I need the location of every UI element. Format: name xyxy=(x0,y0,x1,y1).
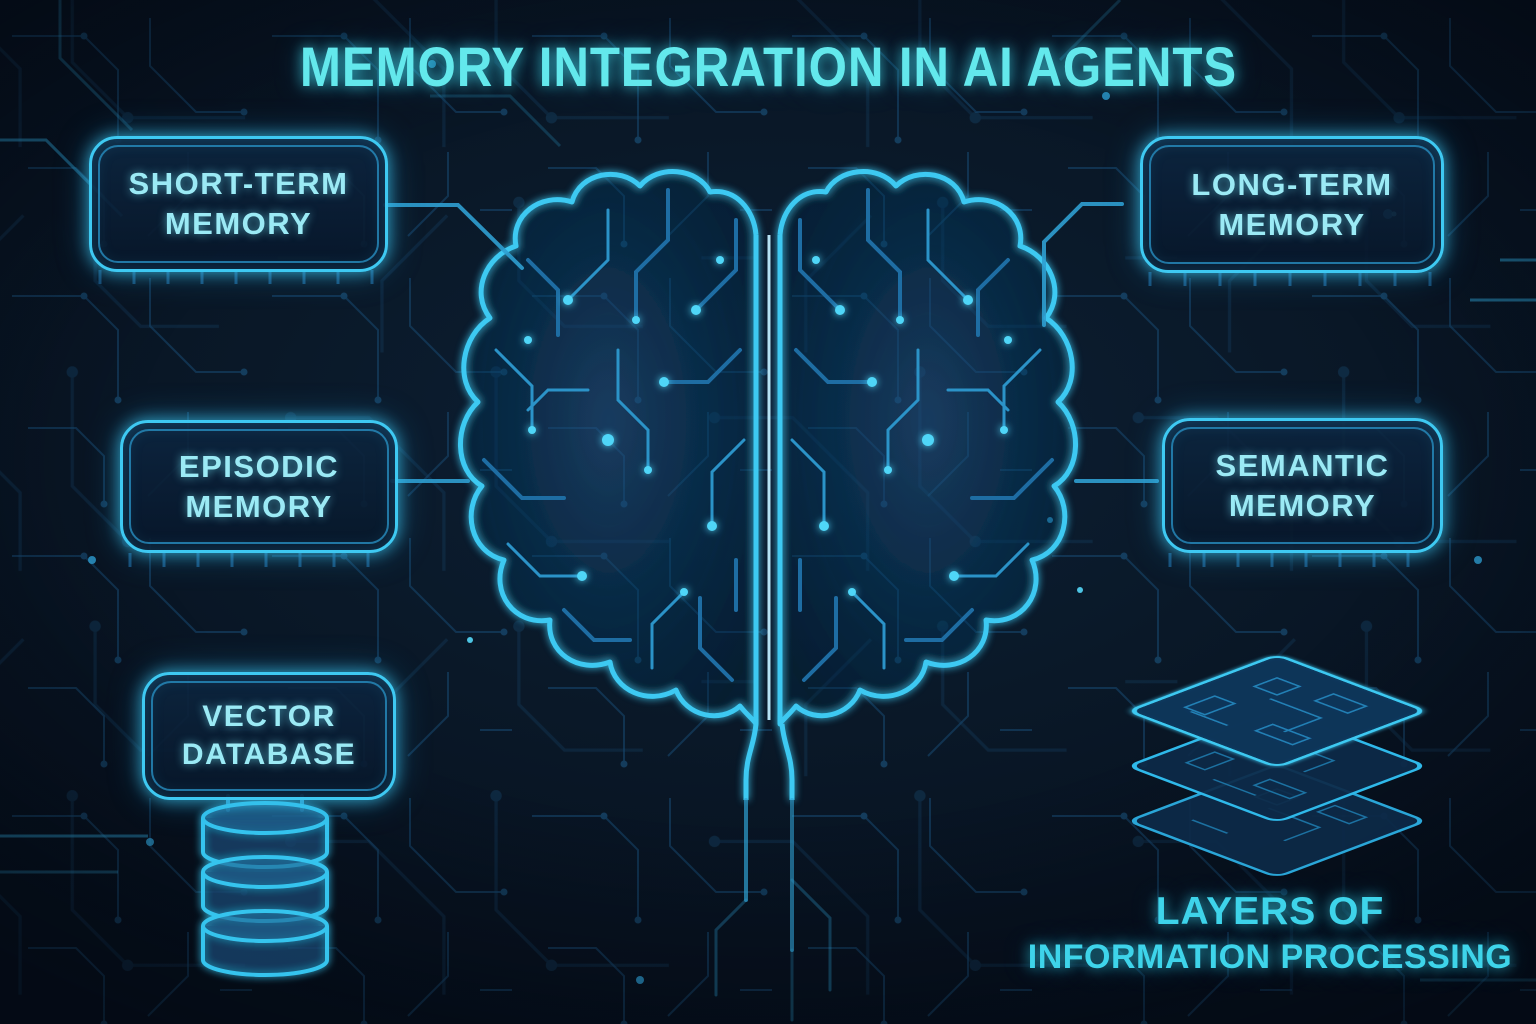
node-label-line: SHORT-TERM xyxy=(128,166,349,202)
layers-caption: LAYERS OF INFORMATION PROCESSING xyxy=(1020,892,1520,974)
page-title-text: MEMORY INTEGRATION IN AI AGENTS xyxy=(299,35,1237,98)
node-label-line: MEMORY xyxy=(1218,206,1366,242)
node-label-line: MEMORY xyxy=(164,206,313,241)
caption-line2: INFORMATION PROCESSING xyxy=(1027,938,1513,976)
caption-line1: LAYERS OF xyxy=(1155,890,1385,933)
page-title: MEMORY INTEGRATION IN AI AGENTS xyxy=(0,34,1536,99)
node-label-line: EPISODIC xyxy=(178,448,340,484)
node-vector-database: VECTOR DATABASE xyxy=(142,672,396,800)
node-label-line: SEMANTIC xyxy=(1215,447,1390,483)
node-label-line: VECTOR xyxy=(202,699,336,733)
node-long-term-memory: LONG-TERM MEMORY xyxy=(1140,136,1444,273)
node-semantic-memory: SEMANTIC MEMORY xyxy=(1162,418,1443,553)
node-label-line: MEMORY xyxy=(185,488,333,524)
node-label-line: LONG-TERM xyxy=(1191,166,1393,202)
node-short-term-memory: SHORT-TERM MEMORY xyxy=(89,136,388,272)
node-episodic-memory: EPISODIC MEMORY xyxy=(120,420,398,553)
node-label-line: DATABASE xyxy=(181,738,357,771)
node-label-line: MEMORY xyxy=(1228,487,1377,523)
